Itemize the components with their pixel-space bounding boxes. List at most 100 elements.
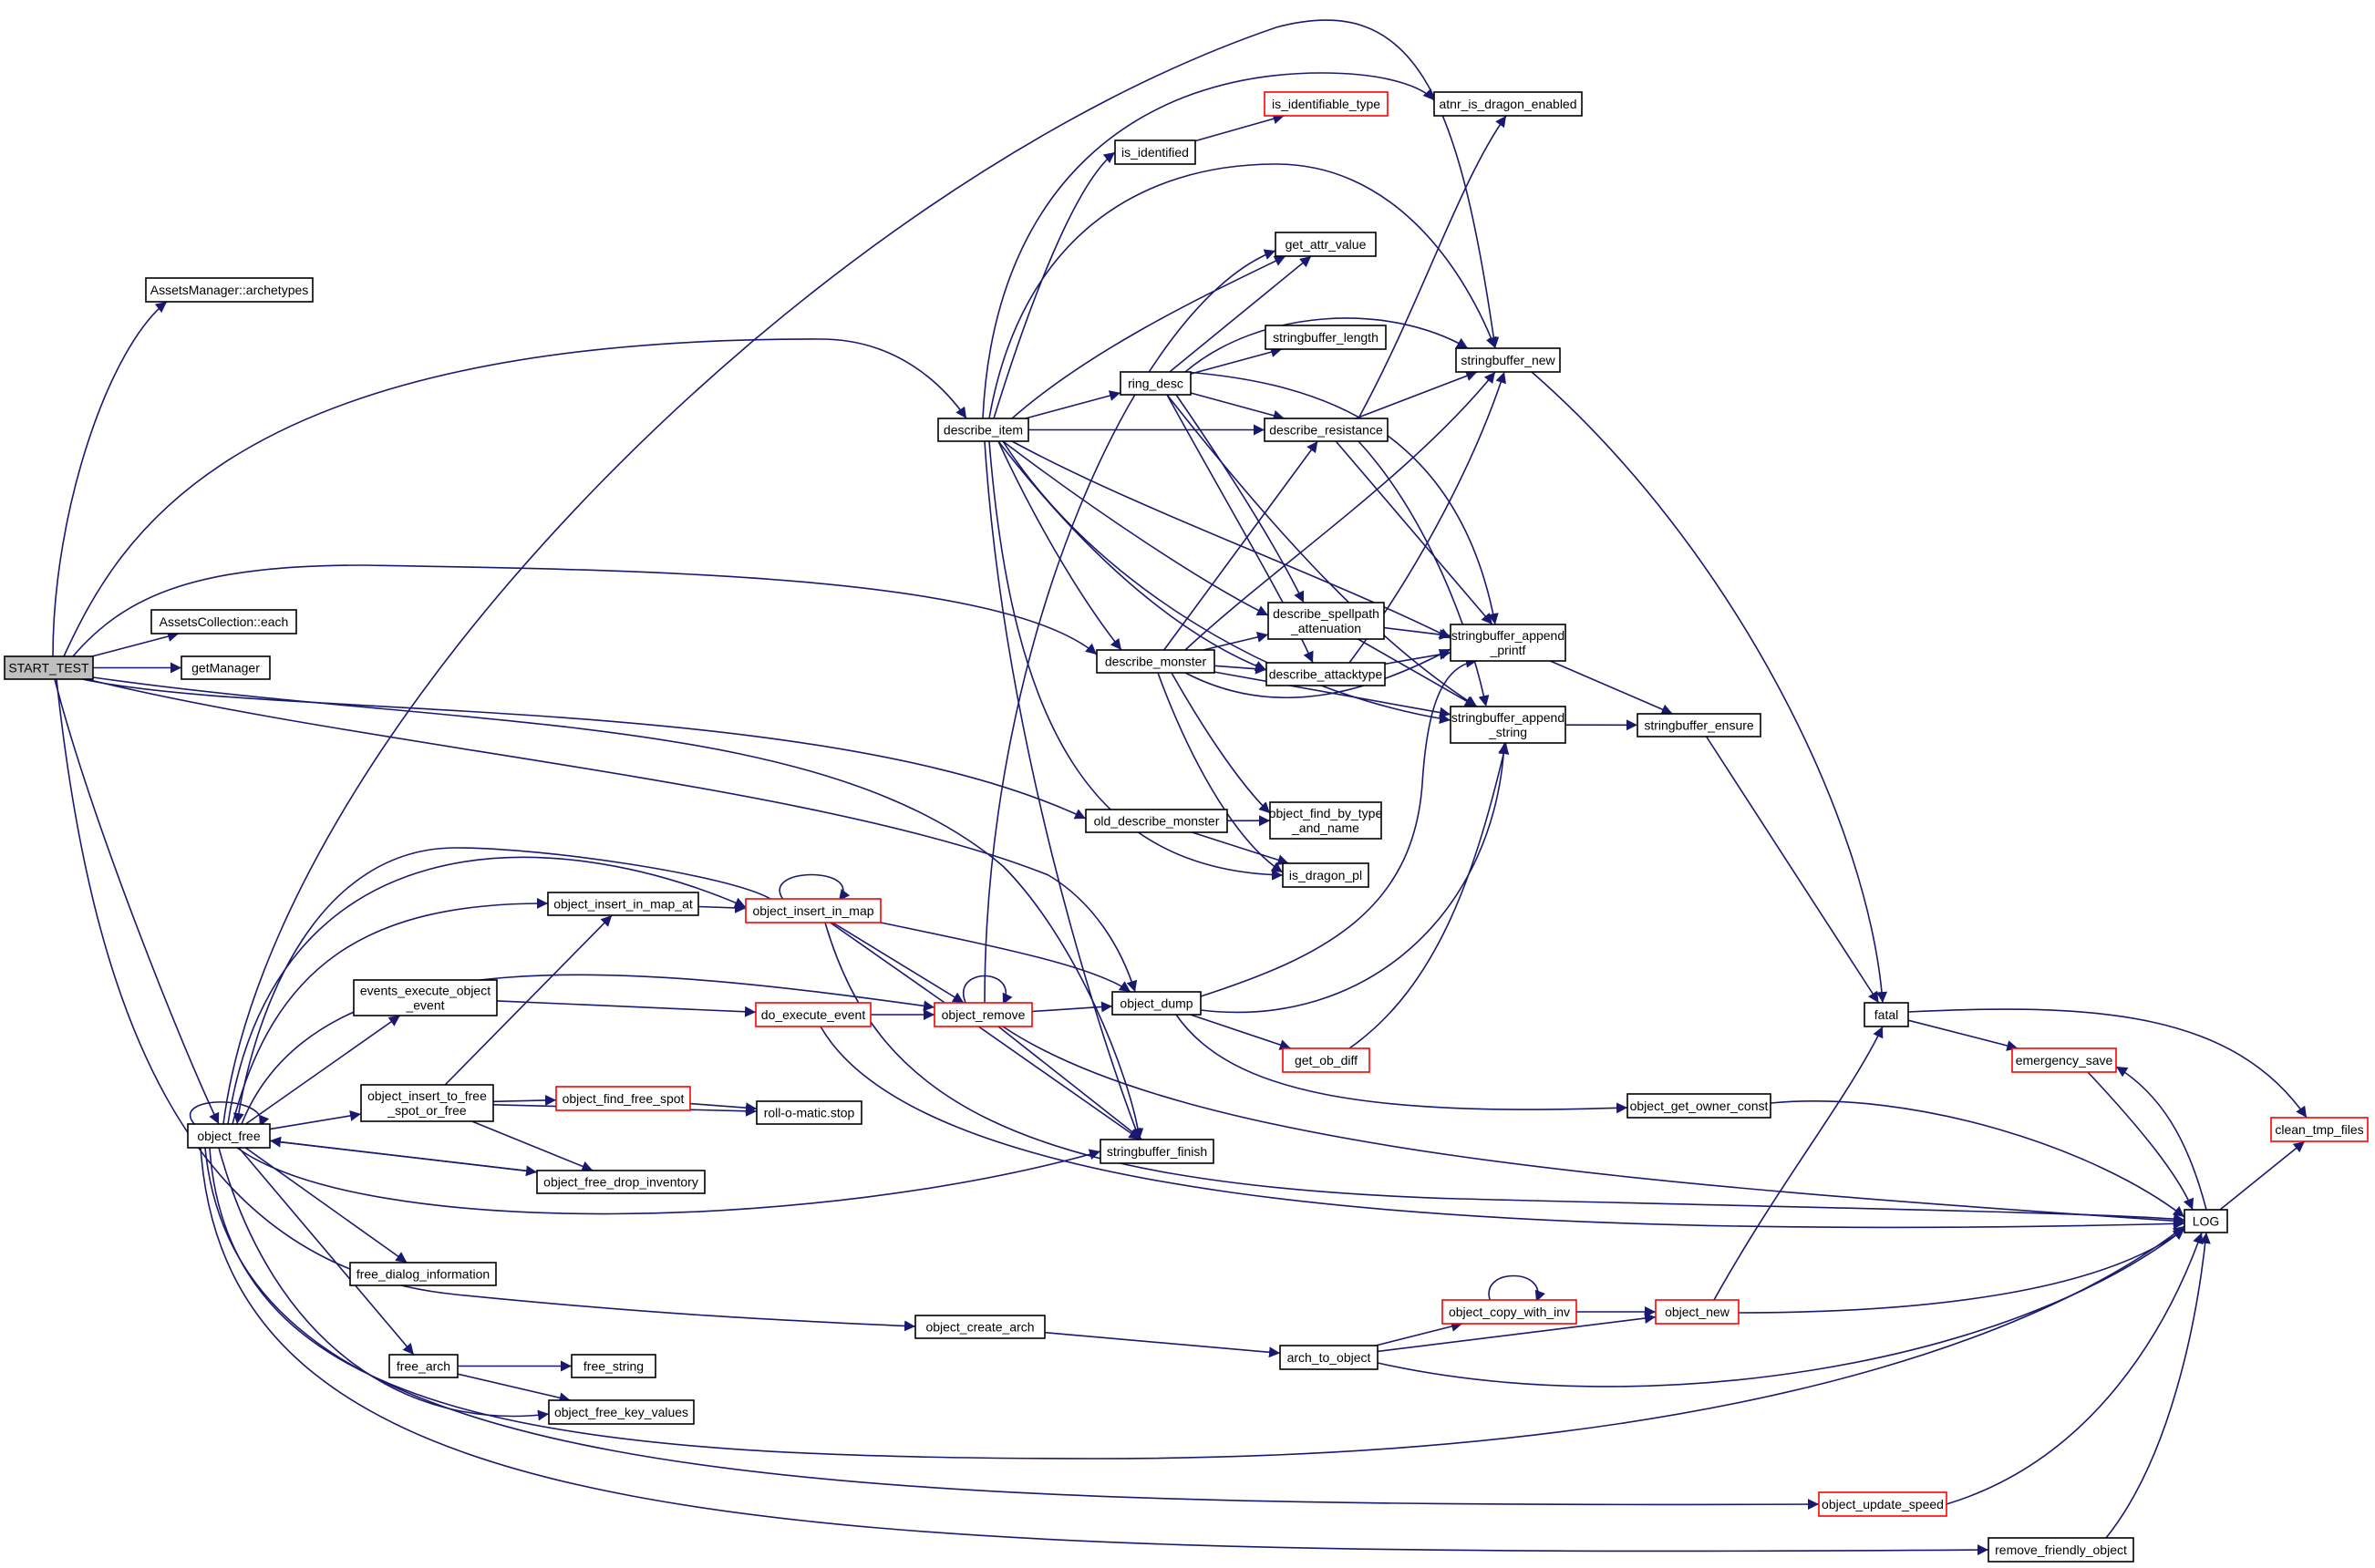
node-object-find-free-spot[interactable]: object_find_free_spot bbox=[555, 1086, 691, 1111]
node-get-manager[interactable]: getManager bbox=[181, 655, 271, 680]
node-label: get_ob_diff bbox=[1295, 1053, 1358, 1068]
edge-ring_desc-to-describe_spellpath_attenuation bbox=[1175, 394, 1305, 603]
node-stringbuffer-length[interactable]: stringbuffer_length bbox=[1265, 325, 1387, 350]
node-object-insert-in-map-at[interactable]: object_insert_in_map_at bbox=[547, 892, 699, 916]
edge-object_insert_to_free_spot_or_free-to-object_insert_in_map_at bbox=[444, 914, 613, 1086]
node-box bbox=[1433, 91, 1583, 117]
edge-object_free-to-stringbuffer_finish bbox=[236, 1147, 1101, 1215]
node-log[interactable]: LOG bbox=[2184, 1209, 2228, 1233]
node-describe-resistance[interactable]: describe_resistance bbox=[1264, 418, 1389, 442]
node-object-dump[interactable]: object_dump bbox=[1111, 991, 1202, 1016]
edge-line bbox=[232, 897, 549, 1125]
node-label: do_execute_event bbox=[761, 1007, 866, 1022]
node-label: object_remove bbox=[942, 1007, 1026, 1022]
edge-line bbox=[880, 922, 1131, 993]
node-stringbuffer-new[interactable]: stringbuffer_new bbox=[1455, 347, 1561, 373]
node-object-insert-to-free-spot-or-free[interactable]: object_insert_to_free_spot_or_free bbox=[360, 1084, 494, 1122]
node-object-create-arch[interactable]: object_create_arch bbox=[914, 1315, 1046, 1339]
node-label: object_find_free_spot bbox=[563, 1091, 685, 1106]
node-object-insert-in-map[interactable]: object_insert_in_map bbox=[745, 898, 882, 923]
edge-ring_desc-to-stringbuffer_append_printf bbox=[1184, 371, 1499, 625]
node-object-free-key-values[interactable]: object_free_key_values bbox=[548, 1399, 695, 1425]
node-do-execute-event[interactable]: do_execute_event bbox=[755, 1002, 872, 1027]
node-stringbuffer-ensure[interactable]: stringbuffer_ensure bbox=[1637, 713, 1761, 738]
node-stringbuffer-finish[interactable]: stringbuffer_finish bbox=[1100, 1139, 1214, 1164]
node-roll-o-matic-stop[interactable]: roll-o-matic.stop bbox=[756, 1100, 862, 1125]
node-box bbox=[1818, 1491, 1947, 1517]
node-object-remove[interactable]: object_remove bbox=[934, 1002, 1033, 1027]
node-free-dialog-information[interactable]: free_dialog_information bbox=[349, 1262, 497, 1286]
node-describe-monster[interactable]: describe_monster bbox=[1096, 649, 1215, 674]
node-describe-spellpath-attenuation[interactable]: describe_spellpath_attenuation bbox=[1267, 602, 1385, 640]
node-start-test[interactable]: START_TEST bbox=[4, 655, 94, 680]
node-events-execute-object-event[interactable]: events_execute_object_event bbox=[353, 979, 498, 1016]
node-free-string[interactable]: free_string bbox=[571, 1354, 656, 1378]
edge-fatal-to-clean_tmp_files bbox=[1907, 1008, 2308, 1119]
edge-line bbox=[91, 631, 180, 657]
node-free-arch[interactable]: free_arch bbox=[388, 1354, 459, 1378]
edge-object_remove-to-object_dump bbox=[1031, 1001, 1113, 1013]
edge-ring_desc-to-stringbuffer_append_string bbox=[1166, 394, 1478, 707]
edge-line bbox=[238, 1147, 415, 1356]
node-label: _event bbox=[405, 998, 444, 1013]
node-assets-manager-archetypes[interactable]: AssetsManager::archetypes bbox=[145, 277, 314, 303]
edge-describe_item-to-stringbuffer_new bbox=[988, 163, 1497, 419]
node-atnr-is-dragon-enabled[interactable]: atnr_is_dragon_enabled bbox=[1433, 91, 1583, 117]
node-clean-tmp-files[interactable]: clean_tmp_files bbox=[2270, 1117, 2369, 1142]
edge-line bbox=[1200, 656, 1478, 997]
node-object-find-by-type-and-name[interactable]: object_find_by_type_and_name bbox=[1269, 801, 1383, 840]
nodes-layer: START_TEST AssetsManager::archetypesAsset… bbox=[4, 91, 2369, 1563]
node-is-identifiable-type[interactable]: is_identifiable_type bbox=[1264, 91, 1389, 117]
edge-line bbox=[1184, 371, 1496, 651]
edge-line bbox=[1907, 1019, 2019, 1051]
edge-line bbox=[1190, 392, 1285, 421]
edge-line bbox=[1907, 1008, 2308, 1119]
node-describe-attacktype[interactable]: describe_attacktype bbox=[1265, 662, 1386, 686]
edge-line bbox=[1044, 1331, 1281, 1358]
node-get-attr-value[interactable]: get_attr_value bbox=[1275, 232, 1377, 257]
node-get-ob-diff[interactable]: get_ob_diff bbox=[1282, 1047, 1370, 1073]
edge-line bbox=[1348, 742, 1510, 1049]
node-object-get-owner-const[interactable]: object_get_owner_const bbox=[1626, 1093, 1771, 1119]
edge-stringbuffer_append_printf-to-stringbuffer_ensure bbox=[1549, 660, 1673, 715]
edge-line bbox=[232, 847, 771, 1125]
edge-line bbox=[1213, 663, 1267, 675]
node-object-free[interactable]: object_free bbox=[187, 1123, 271, 1149]
edge-describe_resistance-to-stringbuffer_append_string bbox=[1358, 440, 1490, 707]
edge-object_new-to-log bbox=[1738, 1228, 2185, 1314]
node-label: AssetsManager::archetypes bbox=[150, 283, 309, 297]
node-emergency-save[interactable]: emergency_save bbox=[2011, 1047, 2117, 1073]
node-assets-collection-each[interactable]: AssetsCollection::each bbox=[150, 609, 297, 634]
node-object-free-drop-inventory[interactable]: object_free_drop_inventory bbox=[536, 1170, 706, 1194]
node-label: fatal bbox=[1874, 1007, 1898, 1022]
node-remove-friendly-object[interactable]: remove_friendly_object bbox=[1988, 1537, 2134, 1563]
edge-line bbox=[1377, 1313, 1657, 1353]
edge-object_free-to-free_dialog_information bbox=[244, 1147, 408, 1264]
node-stringbuffer-append-printf[interactable]: stringbuffer_append_printf bbox=[1450, 624, 1566, 662]
node-describe-item[interactable]: describe_item bbox=[937, 418, 1029, 442]
edge-object_dump-to-object_get_owner_const bbox=[1175, 1014, 1628, 1114]
node-label: ring_desc bbox=[1128, 377, 1183, 391]
edge-line bbox=[1194, 113, 1285, 142]
node-is-dragon-pl[interactable]: is_dragon_pl bbox=[1282, 862, 1369, 888]
node-label: stringbuffer_ensure bbox=[1644, 718, 1754, 733]
node-box bbox=[1275, 232, 1377, 257]
node-stringbuffer-append-string[interactable]: stringbuffer_append_string bbox=[1450, 706, 1566, 744]
edge-object_free-to-object_insert_in_map_at bbox=[232, 897, 549, 1125]
node-label: describe_attacktype bbox=[1269, 667, 1383, 682]
edge-line bbox=[1200, 742, 1510, 1014]
node-old-describe-monster[interactable]: old_describe_monster bbox=[1085, 809, 1228, 833]
node-is-identified[interactable]: is_identified bbox=[1114, 139, 1196, 165]
node-box bbox=[1096, 649, 1215, 674]
node-ring-desc[interactable]: ring_desc bbox=[1120, 371, 1192, 396]
node-object-new[interactable]: object_new bbox=[1655, 1299, 1740, 1325]
node-object-update-speed[interactable]: object_update_speed bbox=[1818, 1491, 1947, 1517]
edge-ring_desc-to-get_attr_value bbox=[1169, 255, 1312, 373]
node-object-copy-with-inv[interactable]: object_copy_with_inv bbox=[1441, 1299, 1577, 1325]
edge-line bbox=[269, 1136, 538, 1173]
node-arch-to-object[interactable]: arch_to_object bbox=[1279, 1345, 1379, 1370]
node-fatal[interactable]: fatal bbox=[1864, 1002, 1909, 1027]
edge-describe_monster-to-stringbuffer_append_printf bbox=[1184, 648, 1451, 699]
edge-stringbuffer_new-to-fatal bbox=[1531, 371, 1888, 1004]
